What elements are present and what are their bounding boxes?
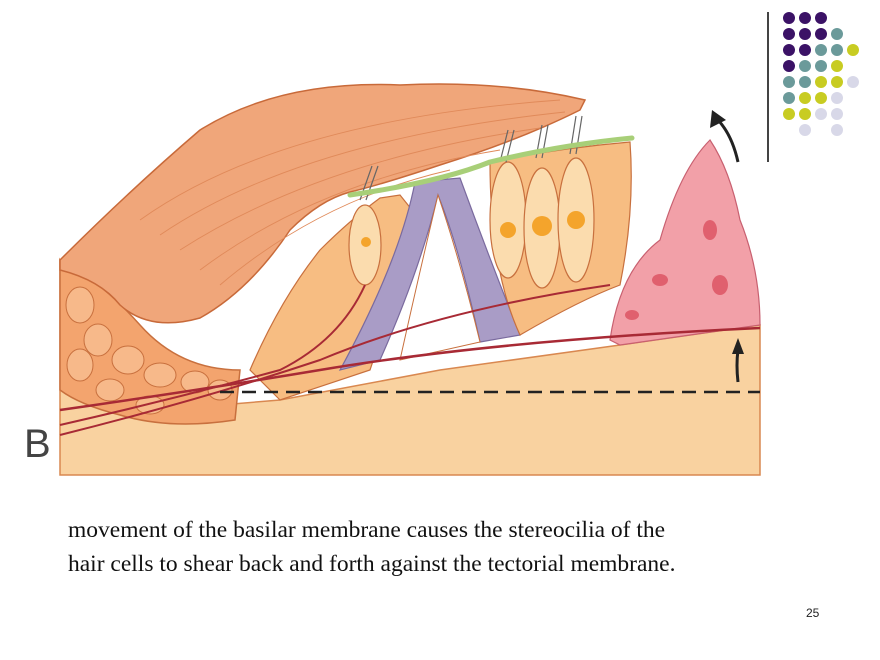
decorative-dot [783, 12, 795, 24]
decorative-dot [783, 44, 795, 56]
hair-cell-nuclei [500, 211, 585, 238]
decorative-dot [847, 76, 859, 88]
decorative-dot [815, 12, 827, 24]
decorative-dot [815, 76, 827, 88]
decorative-dot [847, 44, 859, 56]
decorative-dot [831, 76, 843, 88]
curved-arrow [716, 118, 740, 163]
organ-of-corti-illustration [59, 83, 761, 476]
decorative-dot [799, 60, 811, 72]
decorative-dot [815, 60, 827, 72]
decorative-dot [799, 44, 811, 56]
decorative-dot [799, 76, 811, 88]
decorative-dot [831, 28, 843, 40]
decorative-dot [799, 28, 811, 40]
decorative-dot [831, 92, 843, 104]
slide-number: 25 [806, 606, 820, 620]
pink-cell-nuclei [625, 220, 728, 320]
decorative-dot [799, 12, 811, 24]
decorative-dot [799, 108, 811, 120]
reticular-lamina [347, 135, 635, 198]
caption: movement of the basilar membrane causes … [68, 513, 848, 581]
limbus-cells [65, 286, 233, 415]
nerve-fiber [59, 284, 611, 436]
decorative-divider-line [767, 12, 769, 162]
decorative-dot [783, 60, 795, 72]
decorative-dot [815, 108, 827, 120]
decorative-dot [799, 92, 811, 104]
decorative-dot [783, 76, 795, 88]
decorative-dot [783, 108, 795, 120]
decorative-dot [831, 44, 843, 56]
tectorial-fibers [139, 99, 566, 286]
upward-arrow [735, 349, 740, 383]
decorative-dot [831, 124, 843, 136]
decorative-dot [783, 28, 795, 40]
decorative-dot [831, 60, 843, 72]
decorative-dot [799, 124, 811, 136]
decorative-dot [815, 44, 827, 56]
caption-line: movement of the basilar membrane causes … [68, 517, 666, 543]
panel-letter: B [24, 422, 51, 466]
basilar-membrane-line [59, 326, 761, 412]
tunnel-of-corti [399, 193, 481, 361]
caption-line: hair cells to shear back and forth again… [68, 551, 676, 577]
decorative-dot [815, 28, 827, 40]
decorative-dot-grid [783, 12, 859, 136]
decorative-dot [783, 92, 795, 104]
decorative-dot [815, 92, 827, 104]
nerve-fiber [59, 284, 366, 426]
decorative-dot [831, 108, 843, 120]
